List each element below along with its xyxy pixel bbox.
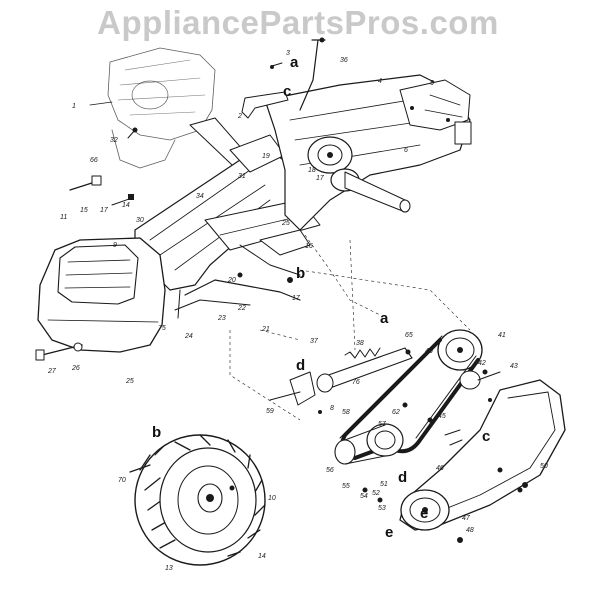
part-number: 75 <box>158 325 166 332</box>
part-number: 65 <box>405 332 413 339</box>
callout-letters: a c b a d c b d e e <box>152 54 490 541</box>
part-number: 66 <box>90 157 98 164</box>
part-number: 19 <box>262 153 270 160</box>
part-number: 57 <box>378 421 387 428</box>
part-number: 17 <box>100 207 109 214</box>
part-number: 43 <box>510 363 518 370</box>
part-number: 48 <box>466 527 474 534</box>
part-number: 47 <box>462 515 471 522</box>
part-number: 21 <box>261 326 270 333</box>
part-number: 20 <box>227 277 236 284</box>
callout-a-top: a <box>290 54 299 71</box>
part-number: 3 <box>286 50 290 57</box>
part-number: 59 <box>266 408 274 415</box>
lever-rods <box>174 229 311 319</box>
pulley-43 <box>459 369 501 402</box>
callout-d-bottom: d <box>398 469 407 486</box>
part-number: 9 <box>113 242 117 249</box>
pulley-e <box>400 489 450 531</box>
part-number: 13 <box>165 565 173 572</box>
callout-d-left: d <box>296 357 305 374</box>
part-number: 25 <box>281 220 290 227</box>
transmission-housing <box>264 74 472 231</box>
callout-e-pulley: e <box>420 505 428 522</box>
part-number: 42 <box>478 360 486 367</box>
callout-e-bottom: e <box>385 524 393 541</box>
part-number: 5 <box>430 80 434 87</box>
part-number: 38 <box>356 340 364 347</box>
belt-bolts <box>318 402 528 543</box>
part-number: 55 <box>342 483 350 490</box>
watermark: AppliancePartsPros.com <box>97 4 499 41</box>
pulley-41 <box>437 329 483 371</box>
part-number: 56 <box>326 467 334 474</box>
part-number: 27 <box>47 368 57 375</box>
wheel-assembly <box>129 434 266 566</box>
callout-b-mid: b <box>296 265 305 282</box>
callout-c-top: c <box>283 83 291 100</box>
part-number: 76 <box>352 379 360 386</box>
part-number: 53 <box>378 505 386 512</box>
callout-a-mid: a <box>380 310 389 327</box>
bolts-left <box>69 127 138 206</box>
part-number: 50 <box>540 463 548 470</box>
part-number: 11 <box>60 214 67 221</box>
part-number: 30 <box>136 217 144 224</box>
part-number: 58 <box>342 409 350 416</box>
part-numbers: 36 3 4 5 1 2 32 66 6 19 18 17 31 15 17 1… <box>47 50 548 572</box>
part-number: 24 <box>184 333 193 340</box>
part-number: 54 <box>360 493 368 500</box>
pulley-55 <box>334 423 404 465</box>
part-number: 16 <box>305 243 313 250</box>
part-number: 26 <box>71 365 80 372</box>
part-number: 14 <box>122 202 130 209</box>
part-number: 40 <box>425 348 433 355</box>
part-number: 8 <box>330 405 334 412</box>
idler-arm <box>269 347 413 406</box>
bracket-2 <box>241 91 289 119</box>
leader-lines <box>229 234 471 421</box>
input-shaft <box>330 168 411 213</box>
part-number: 45 <box>438 413 446 420</box>
part-number: 17 <box>316 175 325 182</box>
part-number: 37 <box>310 338 319 345</box>
part-number: 14 <box>258 553 266 560</box>
part-number: 2 <box>237 113 242 120</box>
part-number: 46 <box>436 465 444 472</box>
part-number: 51 <box>380 481 388 488</box>
part-number: 4 <box>378 78 382 85</box>
part-number: 10 <box>268 495 276 502</box>
callout-c-right: c <box>482 428 490 445</box>
part-number: 17 <box>292 295 301 302</box>
part-number: 41 <box>498 332 506 339</box>
engine <box>89 47 216 169</box>
part-number: 15 <box>80 207 88 214</box>
part-number: 22 <box>237 305 246 312</box>
part-number: 52 <box>372 490 380 497</box>
part-number: 25 <box>125 378 134 385</box>
part-number: 18 <box>308 167 316 174</box>
part-number: 36 <box>340 57 348 64</box>
part-number: 70 <box>118 477 126 484</box>
part-number: 23 <box>217 315 226 322</box>
part-number: 6 <box>404 147 408 154</box>
shield-25 <box>37 237 166 353</box>
part-number: 34 <box>196 193 204 200</box>
part-number: 1 <box>72 103 76 110</box>
callout-b-wheel: b <box>152 424 161 441</box>
part-number: 31 <box>238 173 246 180</box>
part-number: 62 <box>392 409 400 416</box>
part-number: 32 <box>110 137 118 144</box>
control-rod <box>270 37 326 111</box>
bolt-27 <box>35 342 83 361</box>
